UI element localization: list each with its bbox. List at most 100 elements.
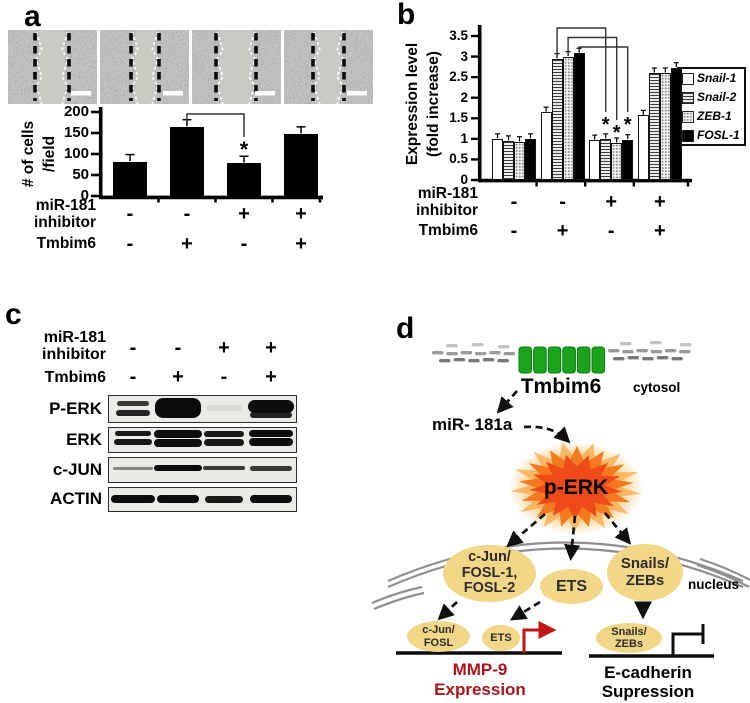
inhibition-line [671,632,703,656]
chart-b-bar-Snail-2-g0 [503,140,514,180]
chart-b-cond-label-inhibitor: inhibitor [416,202,478,219]
wound-edge-line [151,31,159,104]
chart-a-cond-r1-c1: + [181,233,193,255]
chart-b-ytick-3: 3 [460,48,468,64]
wound-edge-line [131,31,139,104]
blot-row-label-actin: ACTIN [50,489,102,508]
transcription-arrow [522,621,557,653]
chart-b-bar-ZEB-1-g2 [611,142,623,180]
chart-b-cond-r1-c3: + [653,220,666,242]
micrograph-4 [284,30,373,104]
tf-oval-ets: ETS [540,569,603,604]
chart-a-cond-label-tmbim6: Tmbim6 [36,235,96,252]
chart-a-ytick-50: 50 [72,166,89,183]
chart-a-cond-label-mir: miR-181 [35,197,96,214]
blot-band-row2-lane0-0 [113,467,153,470]
chart-b-bar-ZEB-1-g3 [659,73,671,180]
chart-a-cond-r1-c0: - [126,233,134,255]
promoter-oval-snails-line2: ZEBs [614,638,644,650]
chart-a-cond-r0-c0: - [126,203,134,225]
blot-band-row2-lane2-2 [203,466,245,470]
blot-row-label-perk: P-ERK [49,399,102,418]
chart-b-cond-label-mir: miR-181 [417,185,478,202]
wound-edge-line [313,31,321,104]
chart-b-cond-r1-c0: - [510,220,518,242]
scale-bar [255,91,275,96]
promoter-oval-ets-line1: ETS [490,631,512,644]
mir181a-label: miR- 181a [432,415,513,434]
legend-label-Snail-1: Snail-1 [697,71,737,85]
chart-b-cond-r0-c2: + [605,191,618,213]
outcome-mmp9-line1: MMP-9 [452,660,508,679]
blot-band-row1-lane2-5 [204,439,244,446]
legend-swatch-Snail-1 [682,73,694,85]
blot-band-row1-lane1-3 [154,439,202,447]
blot-cond-r1-c1: + [172,366,184,388]
legend-label-Snail-2: Snail-2 [697,90,737,104]
chart-b-bar-Snail-1-g1 [540,112,552,180]
blot-cond-r0-c0: - [129,337,137,359]
tf-oval-ets-line1: ETS [555,577,588,595]
tmbim6-domain-block [533,346,547,374]
chart-b-bar-Snail-2-g1 [551,58,563,180]
chart-a-cond-r1-c3: + [295,233,307,255]
panel-b-label: b [397,0,416,31]
tf-oval-snails-line1: Snails/ [620,555,670,572]
chart-b-bar-ZEB-1-g0 [514,141,525,180]
tf-oval-cjun-line1: c-Jun/ [468,548,511,565]
promoter-oval-cjun-line1: c-Jun/ [422,624,455,637]
blot-band-row3-lane2-2 [205,496,243,503]
chart-a-ytick-100: 100 [63,145,89,162]
outcome-ecadherin-line2: Supression [601,682,695,701]
tmbim6-domain-block [518,346,533,374]
tf-oval-snails-line2: ZEBs [625,571,665,589]
chart-a-ytick-150: 150 [63,124,89,141]
blot-band-row1-lane2-4 [204,431,244,437]
chart-b-cond-r1-c1: + [556,220,569,242]
blot-band-row1-lane1-2 [154,430,202,438]
chart-b-ytick-1.5: 1.5 [449,110,468,126]
blot-cond-label-mir: miR-181 [43,329,106,346]
blot-cond-r1-c0: - [129,366,137,388]
blot-band-row3-lane0-0 [111,495,155,503]
chart-b-bar-FOSL-1-g3 [670,67,682,180]
blot-row-label-cjun: c-JUN [52,460,102,479]
legend-swatch-ZEB-1 [682,111,694,123]
chart-a-cond-r0-c2: + [238,203,250,225]
legend-label-ZEB-1: ZEB-1 [697,109,732,123]
blot-row-label-erk: ERK [66,430,102,449]
blot-band-row1-lane3-7 [249,438,293,446]
panel-d-label: d [396,312,415,345]
micrograph-1 [8,30,97,104]
chart-b-star-g2-s3: * [623,114,632,136]
chart-a-bar-3 [284,133,318,196]
tmbim6-domain-block [547,346,562,374]
chart-a-significance-star: * [239,137,249,162]
wound-edge-line [248,31,256,104]
blot-cond-r0-c2: + [218,337,230,359]
blot-band-row2-lane3-3 [250,466,292,471]
blot-band-row0-lane3-5 [250,412,292,418]
chart-b-bar-Snail-1-g3 [637,115,649,180]
chart-b-bar-Snail-1-g0 [492,138,503,180]
chart-b-bar-Snail-2-g3 [648,73,660,180]
blot-cond-r1-c3: + [265,366,277,388]
chart-b-ytick-3.5: 3.5 [449,28,468,43]
chart-b-star-g2-s2: * [612,122,621,144]
chart-b-cond-label-tmbim6: Tmbim6 [418,222,478,239]
tmbim6-domain-block [562,346,576,374]
chart-b-cond-r0-c0: - [510,191,518,213]
promoter-oval-cjun-line2: FOSL [423,636,454,649]
blot-cond-r0-c3: + [265,337,277,359]
chart-a-ytick-0: 0 [80,187,89,204]
chart-b-bar-ZEB-1-g1 [562,56,574,180]
blot-band-row2-lane1-1 [154,465,202,471]
perk-label: p-ERK [543,476,609,499]
blot-cond-label-inhibitor: inhibitor [42,346,106,363]
chart-a-bar-2 [227,163,261,196]
scale-bar [347,91,367,96]
blot-cond-r0-c1: - [174,337,182,359]
blot-band-row0-lane0-1 [116,410,150,416]
blot-band-row3-lane3-3 [250,495,292,503]
